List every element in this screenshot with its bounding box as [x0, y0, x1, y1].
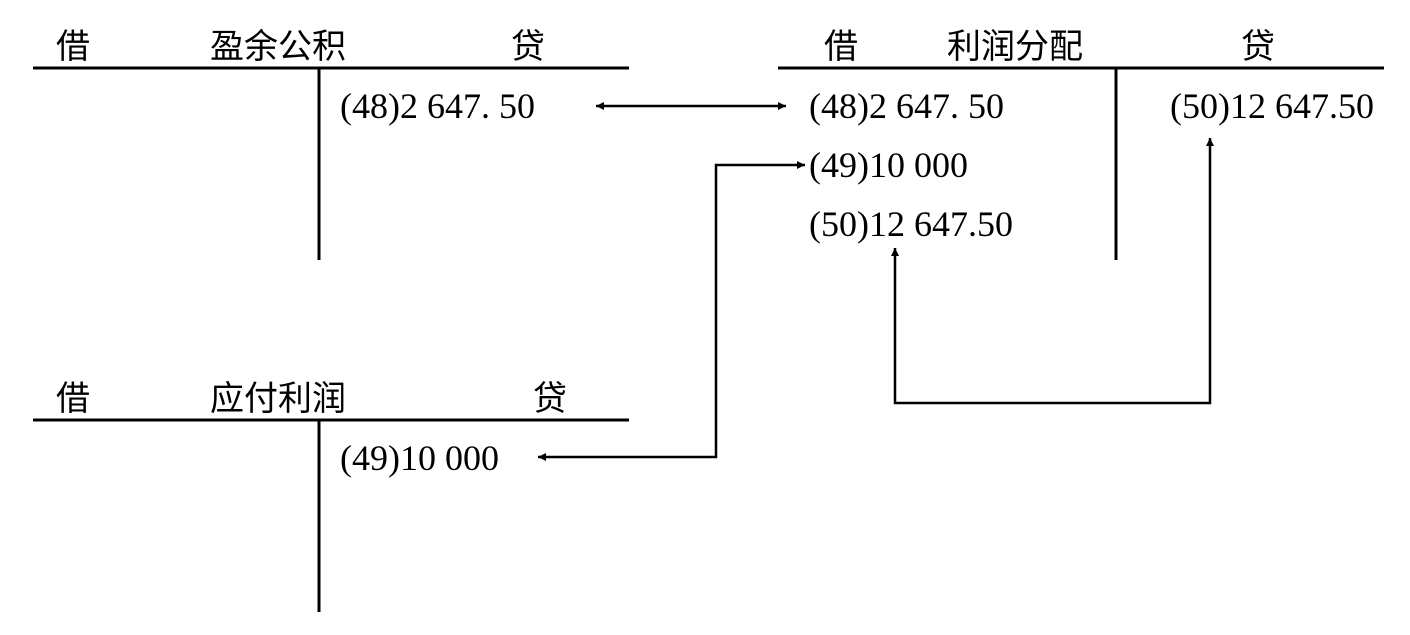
surplus-reserve-credit-entry-48: (48)2 647. 50: [340, 86, 535, 126]
profit-distribution-credit-label: 贷: [1241, 27, 1275, 67]
surplus-reserve-debit-label: 借: [56, 27, 90, 67]
profit-distribution-title: 利润分配: [947, 27, 1083, 67]
surplus-reserve-title: 盈余公积: [210, 27, 346, 67]
profit-distribution-credit-entry-50: (50)12 647.50: [1170, 86, 1374, 126]
arrow-50-transfer: [891, 138, 1214, 405]
surplus-reserve-credit-label: 贷: [511, 27, 545, 67]
profit-distribution-debit-entry-49: (49)10 000: [809, 145, 968, 185]
profits-payable-debit-label: 借: [56, 379, 90, 419]
profits-payable-title: 应付利润: [210, 379, 346, 419]
profits-payable-credit-label: 贷: [533, 379, 567, 419]
arrow-49-transfer: [538, 161, 805, 461]
profits-payable-credit-entry-49: (49)10 000: [340, 438, 499, 478]
profit-distribution-debit-entry-48: (48)2 647. 50: [809, 86, 1004, 126]
profit-distribution-debit-entry-50: (50)12 647.50: [809, 204, 1013, 244]
profit-distribution-debit-label: 借: [824, 27, 858, 67]
